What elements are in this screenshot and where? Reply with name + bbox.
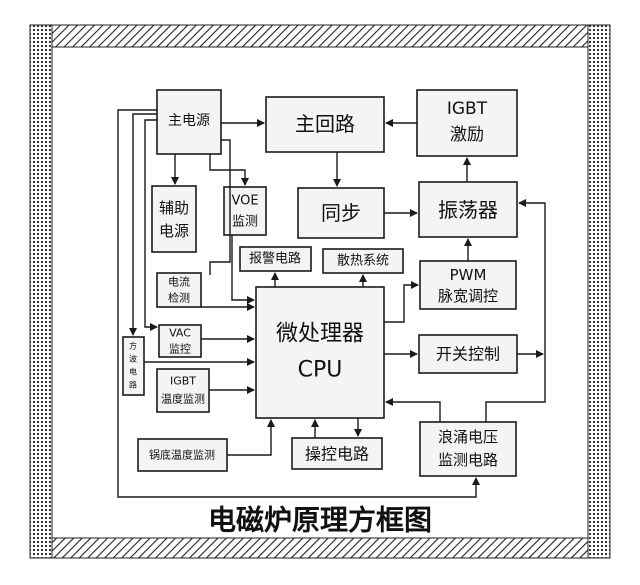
current-detect-label-2: 检测 xyxy=(168,291,190,305)
square-wave-label-1: 方 xyxy=(129,341,137,351)
arrow-cpu-to-pwm xyxy=(384,281,419,323)
oscillator-label: 振荡器 xyxy=(438,198,498,222)
igbt-drive-box xyxy=(416,89,518,157)
surge-box xyxy=(419,421,517,477)
arrow-pottemp-to-cpu xyxy=(227,419,275,456)
sync-label: 同步 xyxy=(321,201,361,225)
igbt-temp-box xyxy=(156,368,210,413)
connections xyxy=(117,109,546,498)
square-wave-box xyxy=(122,336,145,396)
aux-power-box xyxy=(151,185,197,253)
arrow-mainpower-to-square xyxy=(129,113,157,336)
switch-ctrl-box xyxy=(418,334,518,374)
operation-box xyxy=(291,437,383,470)
current-detect-box xyxy=(156,272,202,308)
cooling-box xyxy=(322,248,404,274)
vac-box xyxy=(158,324,202,358)
surge-label-2: 监测电路 xyxy=(438,451,498,469)
arrow-mainpower-to-vac xyxy=(144,119,158,331)
oscillator-box xyxy=(418,181,518,238)
main-power-box xyxy=(156,89,222,155)
operation-label: 操控电路 xyxy=(305,445,369,464)
surge-label-1: 浪涌电压 xyxy=(438,428,498,446)
main-power-label: 主电源 xyxy=(168,113,210,129)
alarm-box xyxy=(239,246,312,272)
cpu-label-1: 微处理器 xyxy=(276,322,364,347)
sync-box xyxy=(297,187,385,239)
voe-label-1: VOE xyxy=(231,194,258,209)
arrow-mainpower-to-current xyxy=(209,139,231,275)
cpu-box xyxy=(255,286,385,419)
main-loop-label: 主回路 xyxy=(295,112,355,136)
aux-power-label-2: 电源 xyxy=(159,222,189,240)
square-wave-label-4: 路 xyxy=(129,380,137,390)
main-loop-box xyxy=(265,96,385,153)
pwm-label-2: 脉宽调控 xyxy=(438,287,498,305)
arrow-mainpower-to-voe xyxy=(209,154,249,186)
igbt-temp-label-2: 温度监测 xyxy=(161,392,205,406)
diagram-title: 电磁炉原理方框图 xyxy=(208,504,432,537)
aux-power-label-1: 辅助 xyxy=(159,199,189,217)
vac-label-1: VAC xyxy=(169,327,191,340)
alarm-label: 报警电路 xyxy=(249,251,301,267)
square-wave-label-3: 电 xyxy=(129,367,137,377)
igbt-temp-label-1: IGBT xyxy=(170,375,196,388)
current-detect-label-1: 电流 xyxy=(168,275,190,289)
cpu-label-2: CPU xyxy=(298,358,343,383)
switch-ctrl-label: 开关控制 xyxy=(436,345,500,364)
voe-box xyxy=(223,186,267,236)
arrow-mainpower-to-surge xyxy=(117,109,480,498)
arrow-feedback-to-oscillator xyxy=(485,199,546,422)
cooling-label: 散热系统 xyxy=(337,254,389,269)
pwm-box xyxy=(419,260,517,310)
pot-temp-label: 锅底温度监测 xyxy=(149,448,215,462)
voe-label-2: 监测 xyxy=(232,215,258,230)
igbt-drive-label-2: 激励 xyxy=(450,125,484,145)
pwm-label-1: PWM xyxy=(450,266,487,284)
square-wave-label-2: 波 xyxy=(129,354,137,364)
igbt-drive-label-1: IGBT xyxy=(447,99,488,119)
arrow-surge-to-cpu xyxy=(385,398,441,422)
arrow-voe-to-cpu xyxy=(231,235,255,304)
vac-label-2: 监控 xyxy=(169,342,191,356)
